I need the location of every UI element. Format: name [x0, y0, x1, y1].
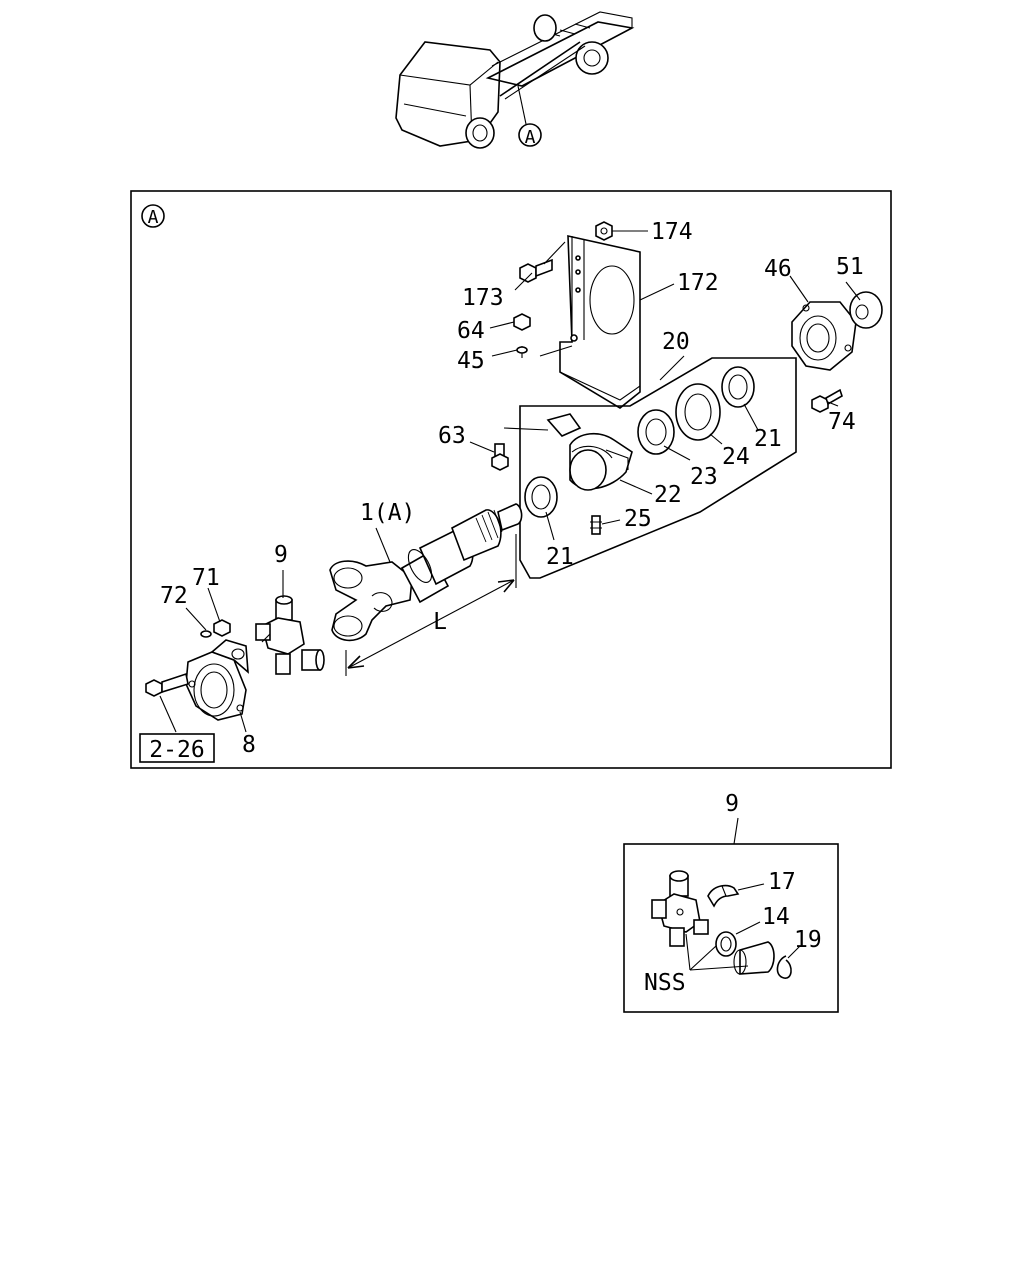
bracket-172 — [520, 234, 641, 409]
label-17: 17 — [768, 869, 796, 895]
main-panel-frame — [130, 190, 892, 769]
label-63: 63 — [438, 423, 466, 449]
spider-cross — [651, 870, 709, 947]
bearing-bracket-22 — [546, 413, 633, 491]
label-46: 46 — [764, 256, 792, 282]
label-74: 74 — [828, 409, 856, 435]
detail-labels: 17 14 19 NSS — [644, 869, 822, 996]
seal-21-lower — [524, 476, 558, 518]
label-25: 25 — [624, 506, 652, 532]
flange-46 — [791, 301, 857, 371]
bolt-63 — [491, 427, 549, 471]
cushion-24 — [675, 383, 721, 441]
label-23: 23 — [690, 464, 718, 490]
main-panel-callout-label: A — [148, 207, 159, 228]
label-8: 8 — [242, 732, 256, 758]
label-174: 174 — [651, 219, 693, 245]
dimension-label: L — [433, 609, 447, 635]
overview-callout-circle — [518, 123, 542, 147]
label-14: 14 — [762, 904, 790, 930]
flange-yoke-8 — [185, 639, 249, 721]
nut-71 — [213, 619, 231, 637]
nut-64 — [513, 313, 531, 331]
label-21-lower: 21 — [546, 544, 574, 570]
detail-leader-lines — [685, 883, 801, 971]
label-nss: NSS — [644, 970, 686, 996]
grease-nipple-25 — [590, 515, 602, 535]
bolt-173 — [519, 258, 553, 283]
nut-174 — [595, 221, 613, 241]
detail-panel-title: 9 — [725, 791, 739, 817]
truck-overview: A — [395, 11, 635, 149]
dimension-L: L — [345, 534, 517, 676]
snap-ring-19 — [776, 955, 792, 979]
overview-callout-label: A — [525, 127, 536, 148]
seal-21-upper — [721, 366, 755, 408]
leader-lines — [159, 230, 861, 733]
label-173: 173 — [462, 285, 504, 311]
label-64: 64 — [457, 318, 485, 344]
bolt-74 — [811, 388, 843, 413]
support-group-outline — [519, 357, 797, 579]
bearing-23 — [637, 409, 675, 455]
label-20: 20 — [662, 329, 690, 355]
label-21-upper: 21 — [754, 426, 782, 452]
ref-box-label: 2-26 — [149, 737, 204, 763]
label-51: 51 — [836, 254, 864, 280]
detail-panel-frame — [623, 843, 839, 1013]
label-24: 24 — [722, 444, 750, 470]
seal-14 — [715, 931, 737, 957]
label-19: 19 — [794, 927, 822, 953]
bolt-2-26 — [145, 672, 189, 697]
label-22: 22 — [654, 482, 682, 508]
washer-72 — [200, 630, 212, 638]
label-71: 71 — [192, 565, 220, 591]
main-panel-callout-circle — [141, 204, 165, 228]
label-1a: 1(A) — [360, 500, 415, 526]
propeller-shaft-1a — [329, 503, 523, 642]
ref-box — [139, 733, 215, 763]
grease-fitting-17 — [707, 884, 740, 908]
label-72: 72 — [160, 583, 188, 609]
washer-51 — [849, 291, 883, 329]
washer-45 — [516, 346, 528, 354]
label-45: 45 — [457, 348, 485, 374]
part-labels: 174 173 172 64 45 20 46 51 74 63 21 24 2… — [160, 219, 864, 758]
label-172: 172 — [677, 270, 719, 296]
universal-joint-9 — [255, 595, 325, 675]
bearing-cup — [733, 941, 775, 975]
label-9: 9 — [274, 542, 288, 568]
